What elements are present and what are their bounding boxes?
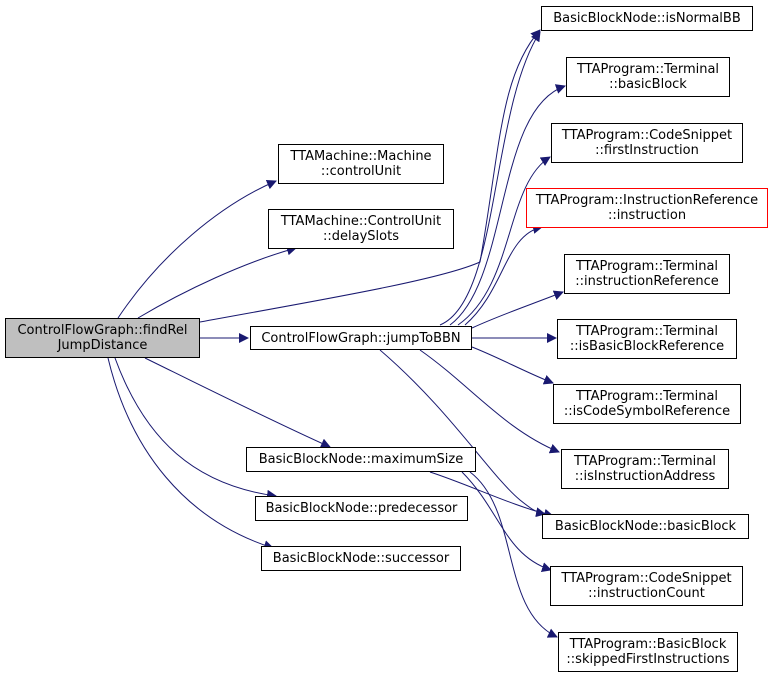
edge-jump-to-bbn-to-terminal-is-code-symbol-reference (471, 346, 554, 385)
edge-root-to-maximum-size (144, 357, 331, 448)
edge-root-to-control-unit-delay-slots (137, 245, 297, 319)
node-label-line-2: ::firstInstruction (595, 143, 699, 158)
node-label-line-1: ControlFlowGraph::jumpToBBN (261, 330, 461, 346)
node-label-line-1: TTAProgram::BasicBlock (569, 637, 727, 652)
node-control-unit-delay-slots[interactable]: TTAMachine::ControlUnit ::delaySlots (268, 209, 454, 249)
node-label-line-1: BasicBlockNode::successor (272, 551, 450, 566)
node-label-line-1: TTAMachine::Machine (290, 149, 432, 164)
node-label-line-1: TTAMachine::ControlUnit (280, 214, 442, 229)
edge-jump-to-bbn-to-instruction-reference-instruction (464, 224, 543, 326)
node-label-line-1: TTAProgram::Terminal (576, 62, 720, 77)
node-predecessor[interactable]: BasicBlockNode::predecessor (255, 496, 468, 521)
edge-jump-to-bbn-to-terminal-is-instruction-address (419, 349, 560, 454)
edge-root-to-predecessor (114, 357, 277, 500)
node-basic-block-skipped-first-instructions[interactable]: TTAProgram::BasicBlock ::skippedFirstIns… (558, 632, 738, 672)
edge-jump-to-bbn-to-basic-block-node-basic-block (379, 349, 546, 518)
node-label-line-1: BasicBlockNode::isNormalBB (553, 11, 741, 26)
node-label-line-2: ::isInstructionAddress (574, 469, 716, 484)
node-label-line-2: JumpDistance (57, 338, 148, 353)
node-control-flow-graph-find-rel-jump-distance: ControlFlowGraph::findRel JumpDistance (5, 318, 200, 358)
node-label-line-1: TTAProgram::Terminal (575, 389, 719, 404)
node-label-line-2: ::skippedFirstInstructions (566, 652, 730, 667)
node-terminal-is-instruction-address[interactable]: TTAProgram::Terminal ::isInstructionAddr… (561, 449, 729, 489)
node-label-line-2: ::instruction (607, 208, 687, 223)
node-label-line-2: ::basicBlock (609, 77, 687, 92)
edge-jump-to-bbn-to-is-normal-bb (439, 31, 541, 326)
node-maximum-size[interactable]: BasicBlockNode::maximumSize (246, 447, 476, 472)
node-instruction-reference-instruction[interactable]: TTAProgram::InstructionReference ::instr… (526, 188, 768, 228)
node-machine-control-unit[interactable]: TTAMachine::Machine ::controlUnit (278, 144, 444, 184)
edge-root-to-machine-control-unit (117, 179, 277, 319)
node-label-line-2: ::controlUnit (320, 164, 402, 179)
node-terminal-basic-block[interactable]: TTAProgram::Terminal ::basicBlock (566, 57, 730, 97)
node-label-line-1: TTAProgram::Terminal (575, 259, 719, 274)
node-label-line-2: ::instructionReference (575, 274, 719, 289)
node-label-line-1: ControlFlowGraph::findRel (17, 323, 188, 338)
node-label-line-1: TTAProgram::Terminal (575, 324, 719, 339)
node-is-normal-bb[interactable]: BasicBlockNode::isNormalBB (541, 6, 753, 31)
node-terminal-instruction-reference[interactable]: TTAProgram::Terminal ::instructionRefere… (564, 254, 730, 294)
node-terminal-is-code-symbol-reference[interactable]: TTAProgram::Terminal ::isCodeSymbolRefer… (553, 384, 741, 424)
node-jump-to-bbn[interactable]: ControlFlowGraph::jumpToBBN (250, 326, 472, 350)
edge-maximum-size-to-basic-block-node-basic-block (429, 471, 554, 519)
node-code-snippet-instruction-count[interactable]: TTAProgram::CodeSnippet ::instructionCou… (550, 566, 743, 606)
node-basic-block-node-basic-block[interactable]: BasicBlockNode::basicBlock (542, 514, 749, 539)
node-label-line-1: BasicBlockNode::basicBlock (554, 519, 737, 534)
node-label-line-2: ::instructionCount (588, 586, 705, 601)
node-label-line-2: ::isCodeSymbolReference (563, 404, 731, 419)
node-label-line-1: TTAProgram::Terminal (573, 454, 717, 469)
edge-maximum-size-to-basic-block-skipped-first-instructions (469, 471, 558, 638)
node-successor[interactable]: BasicBlockNode::successor (261, 546, 461, 571)
node-label-line-1: TTAProgram::CodeSnippet (561, 128, 733, 143)
edge-root-to-successor (107, 357, 274, 551)
node-label-line-2: ::delaySlots (323, 229, 399, 244)
edge-jump-to-bbn-to-code-snippet-first-instruction (457, 156, 551, 326)
edge-jump-to-bbn-to-terminal-instruction-reference (471, 290, 564, 329)
node-terminal-is-basic-block-reference[interactable]: TTAProgram::Terminal ::isBasicBlockRefer… (557, 319, 737, 359)
node-code-snippet-first-instruction[interactable]: TTAProgram::CodeSnippet ::firstInstructi… (551, 123, 743, 163)
node-label-line-1: TTAProgram::InstructionReference (535, 193, 759, 208)
node-label-line-1: BasicBlockNode::maximumSize (258, 452, 464, 467)
node-label-line-1: BasicBlockNode::predecessor (265, 501, 458, 516)
node-label-line-1: TTAProgram::CodeSnippet (561, 571, 732, 586)
node-label-line-2: ::isBasicBlockReference (569, 339, 725, 354)
edge-jump-to-bbn-to-terminal-basic-block (449, 84, 566, 326)
